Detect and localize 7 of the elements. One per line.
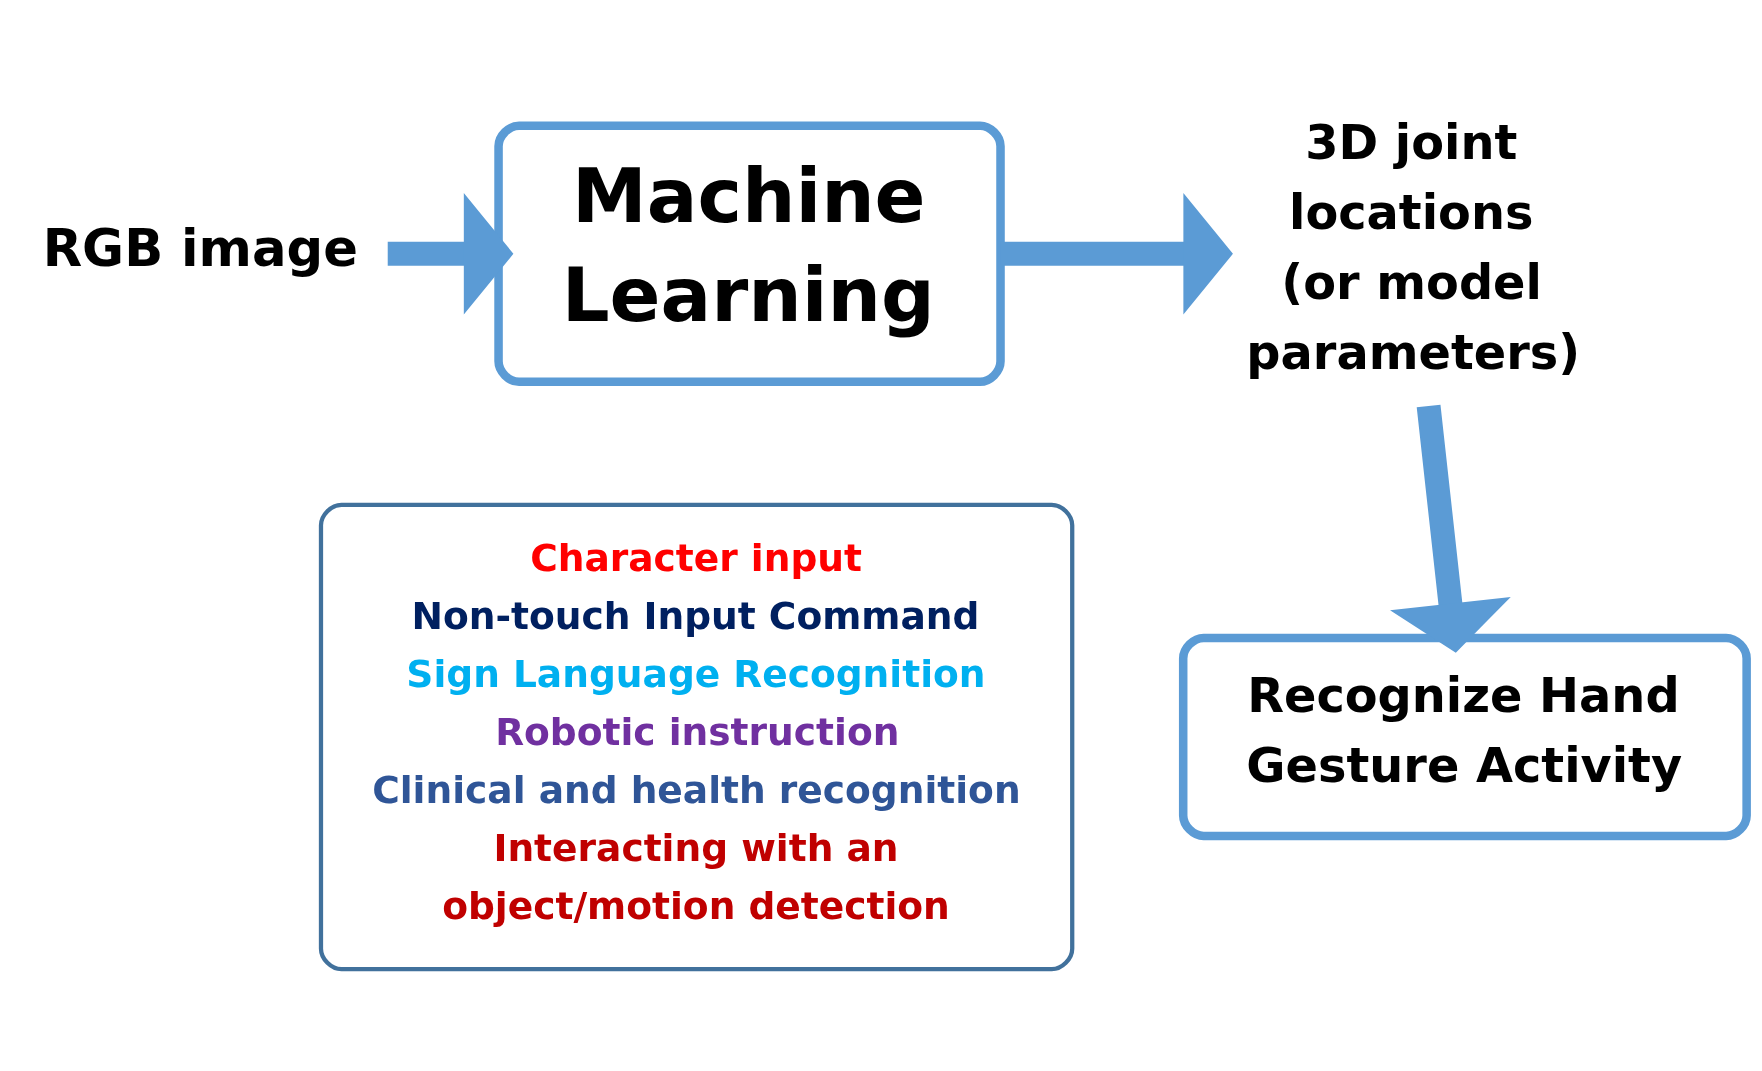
node-text: RGB image: [42, 217, 358, 278]
arrow: [387, 193, 514, 315]
node-box: Character input Non-touch Input Command Sign Language Recognition Robotic instruction Clinical and health recognition Interacting with an object/motion detection: [318, 502, 1075, 972]
arrow: [1390, 404, 1511, 653]
node-text: 3D joint locations (or model parameters): [1246, 114, 1581, 380]
node-box: Recognize Hand Gesture Activity: [1178, 633, 1751, 841]
node-box: Machine Learning: [494, 121, 1005, 387]
